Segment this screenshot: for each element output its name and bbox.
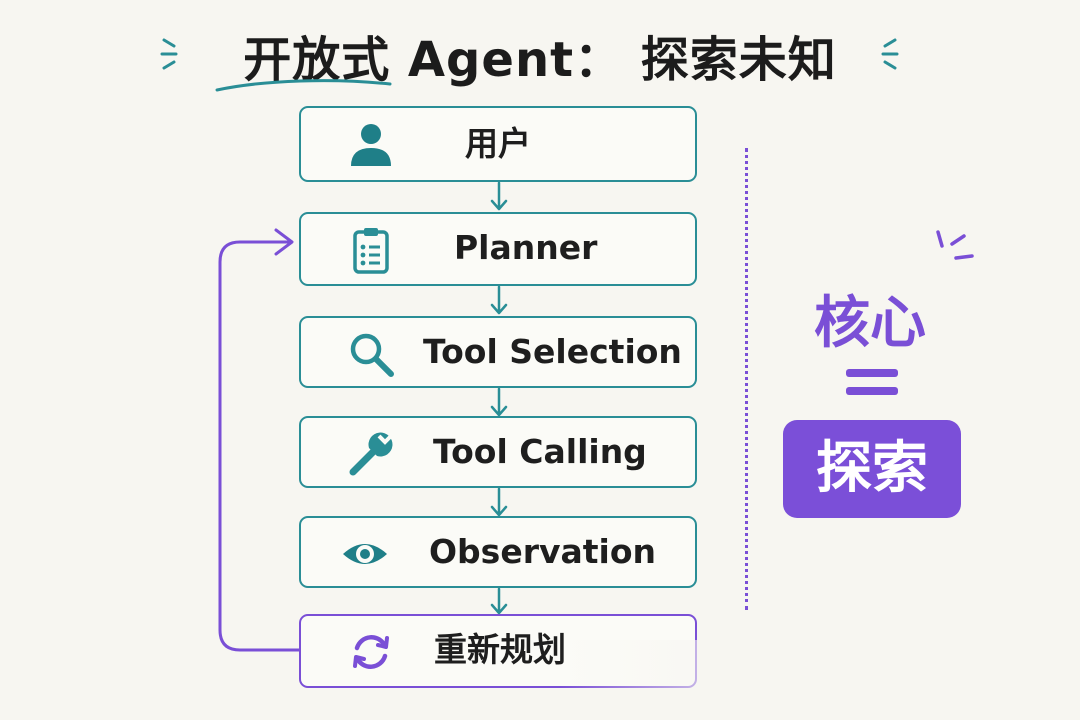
sparkle-icon: [936, 230, 974, 260]
arrow-down-icon: [490, 388, 508, 417]
step-label: 用户: [465, 124, 531, 163]
step-observation: Observation: [299, 516, 697, 588]
title-underline: [215, 79, 392, 92]
step-user: 用户: [299, 106, 697, 182]
arrow-down-icon: [490, 488, 508, 517]
step-label: 重新规划: [434, 630, 566, 669]
equals-sign: [846, 369, 898, 395]
clipboard-icon: [353, 228, 389, 274]
step-tool-selection: Tool Selection: [299, 316, 697, 388]
user-icon: [351, 124, 391, 166]
step-label: Tool Calling: [433, 432, 647, 471]
dotted-divider: [745, 148, 748, 610]
search-icon: [350, 333, 394, 377]
sparkle-left-icon: [160, 38, 178, 70]
core-badge: 探索: [783, 420, 961, 518]
wrench-icon: [349, 432, 393, 476]
core-title: 核心: [814, 291, 926, 356]
refresh-icon: [353, 635, 389, 669]
step-label: Tool Selection: [423, 332, 682, 371]
arrow-down-icon: [490, 286, 508, 315]
step-label: Planner: [454, 228, 598, 267]
eye-icon: [343, 544, 387, 564]
arrow-down-icon: [490, 182, 508, 211]
page-title: 开放式 Agent： 探索未知: [243, 32, 837, 88]
arrow-down-icon: [490, 588, 508, 615]
step-planner: Planner: [299, 212, 697, 286]
bottom-fade: [560, 640, 1080, 720]
step-tool-calling: Tool Calling: [299, 416, 697, 488]
step-label: Observation: [429, 532, 657, 571]
sparkle-right-icon: [881, 38, 899, 70]
